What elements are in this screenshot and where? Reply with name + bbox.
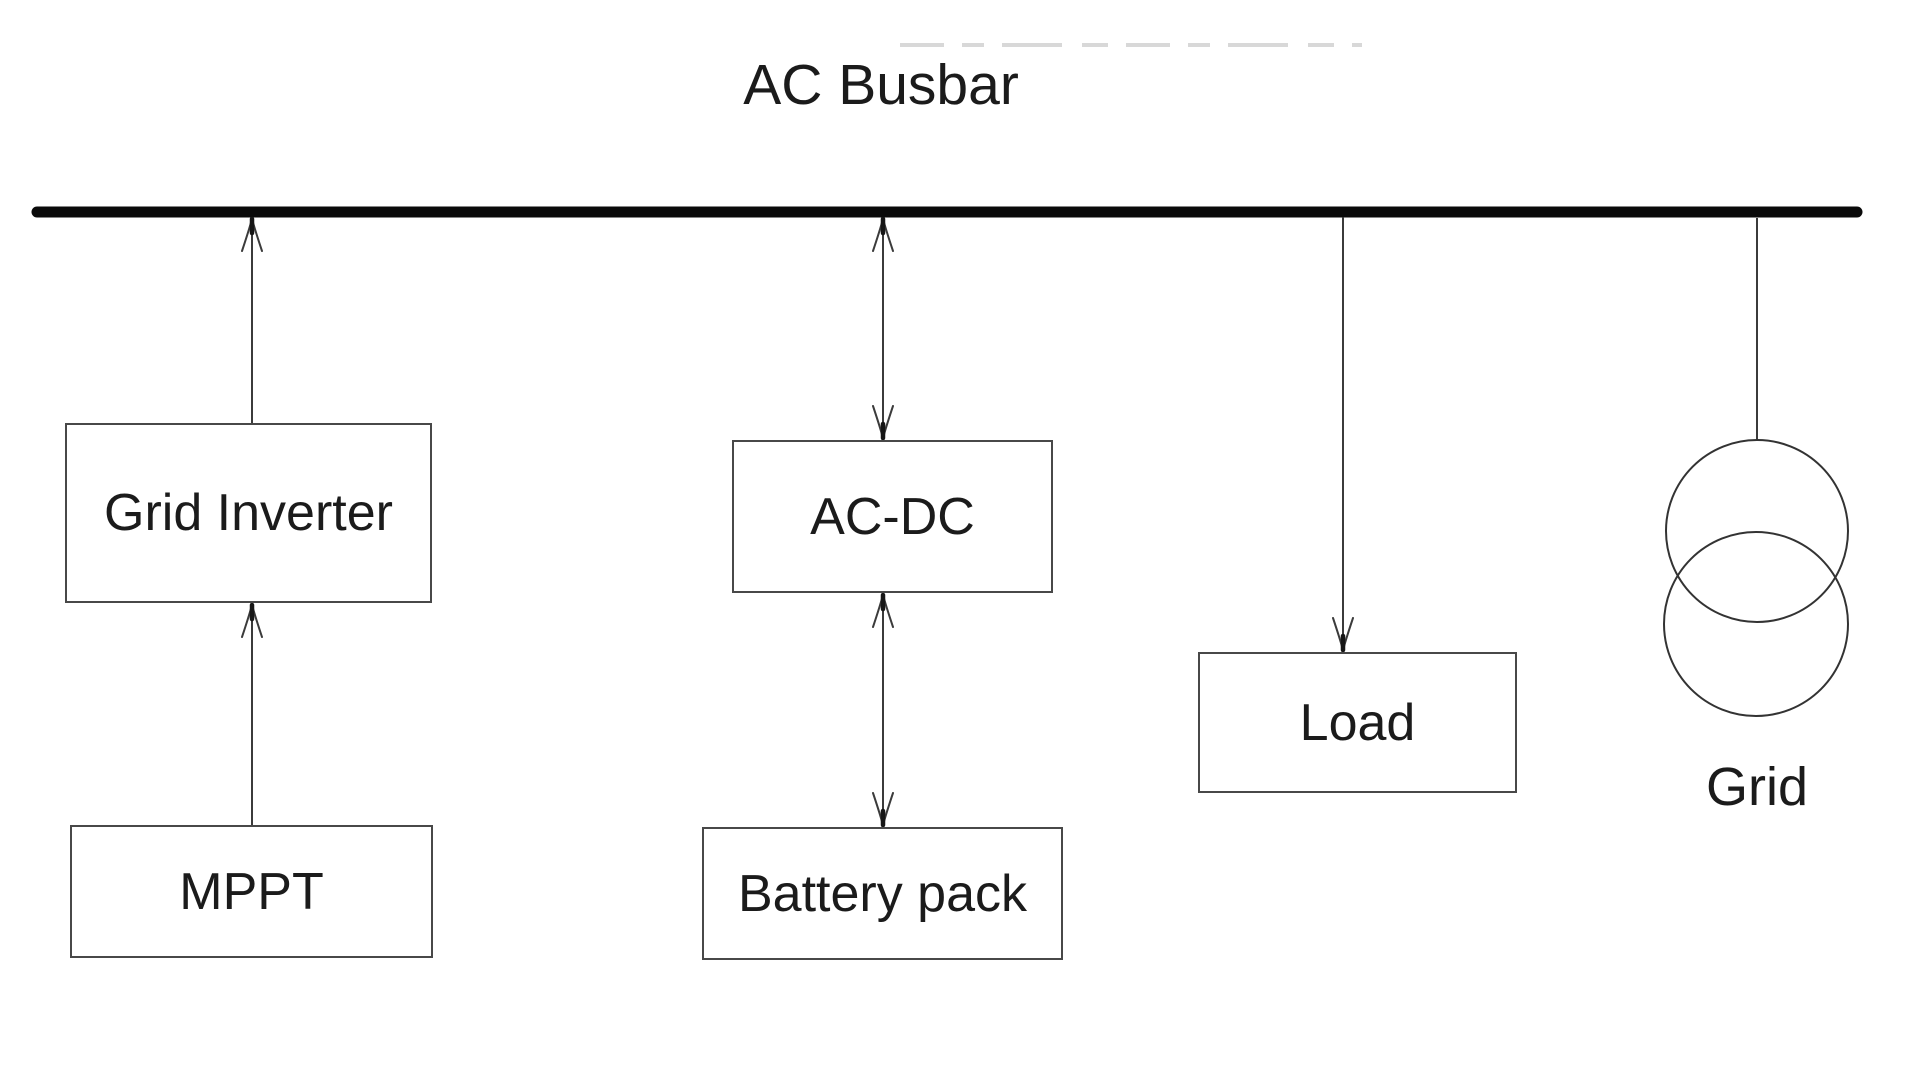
mppt-box: MPPT	[70, 825, 433, 958]
connector-busbar-load	[1332, 217, 1354, 653]
load-box: Load	[1198, 652, 1517, 793]
battery-pack-label: Battery pack	[737, 864, 1028, 923]
grid-label: Grid	[1705, 757, 1808, 817]
grid-inverter-label: Grid Inverter	[104, 484, 393, 542]
connector-busbar-ac-dc	[872, 216, 894, 441]
ac-dc-box: AC-DC	[732, 440, 1053, 593]
diagram-title: AC Busbar	[743, 53, 1019, 117]
grid-inverter-box: Grid Inverter	[65, 423, 432, 603]
mppt-label: MPPT	[179, 862, 324, 921]
connector-grid-inverter-busbar	[241, 216, 263, 424]
connector-ac-dc-battery	[872, 592, 894, 828]
load-label: Load	[1299, 693, 1416, 752]
grid-transformer-icon	[1663, 439, 1849, 717]
connector-mppt-grid-inverter	[241, 602, 263, 826]
ac-dc-label: AC-DC	[810, 487, 975, 546]
battery-pack-box: Battery pack	[702, 827, 1063, 960]
